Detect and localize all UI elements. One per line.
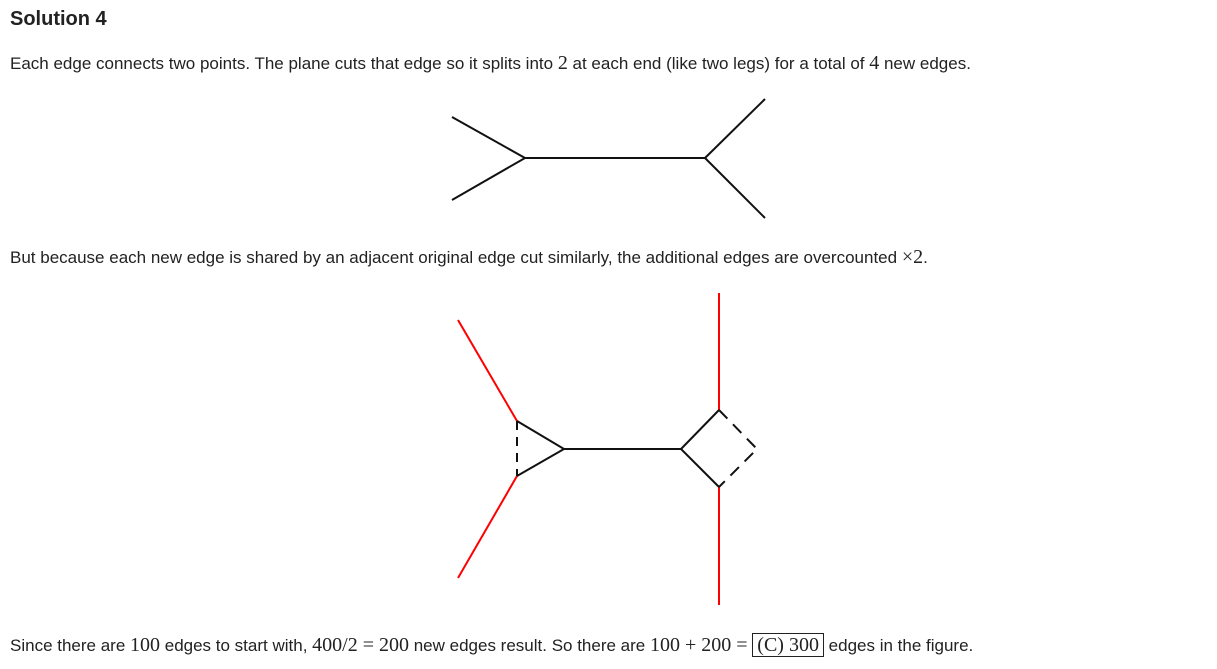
text: at each end (like two legs) for a total … bbox=[567, 54, 870, 73]
text: new edges result. So there are bbox=[409, 636, 650, 655]
paragraph-3: Since there are 100 edges to start with,… bbox=[10, 633, 974, 657]
diagram-edge-split bbox=[451, 98, 766, 219]
solution-title: Solution 4 bbox=[10, 8, 107, 30]
math: ×2 bbox=[901, 246, 924, 268]
paragraph-2: But because each new edge is shared by a… bbox=[10, 246, 928, 269]
text: Each edge connects two points. The plane… bbox=[10, 54, 558, 73]
math: 2 bbox=[557, 52, 568, 74]
text: But because each new edge is shared by a… bbox=[10, 248, 902, 267]
math: 400/2 = 200 bbox=[312, 634, 409, 656]
math: 4 bbox=[869, 52, 880, 74]
boxed-answer: (C) 300 bbox=[752, 633, 824, 657]
text: . bbox=[923, 248, 928, 267]
math: 100 bbox=[130, 634, 161, 656]
text: new edges. bbox=[879, 54, 971, 73]
text: Since there are bbox=[10, 636, 131, 655]
text: edges in the figure. bbox=[823, 636, 974, 655]
paragraph-1: Each edge connects two points. The plane… bbox=[10, 52, 971, 75]
diagram-shared-edges bbox=[457, 293, 759, 605]
math: 100 + 200 = bbox=[649, 634, 748, 656]
text: edges to start with, bbox=[160, 636, 313, 655]
